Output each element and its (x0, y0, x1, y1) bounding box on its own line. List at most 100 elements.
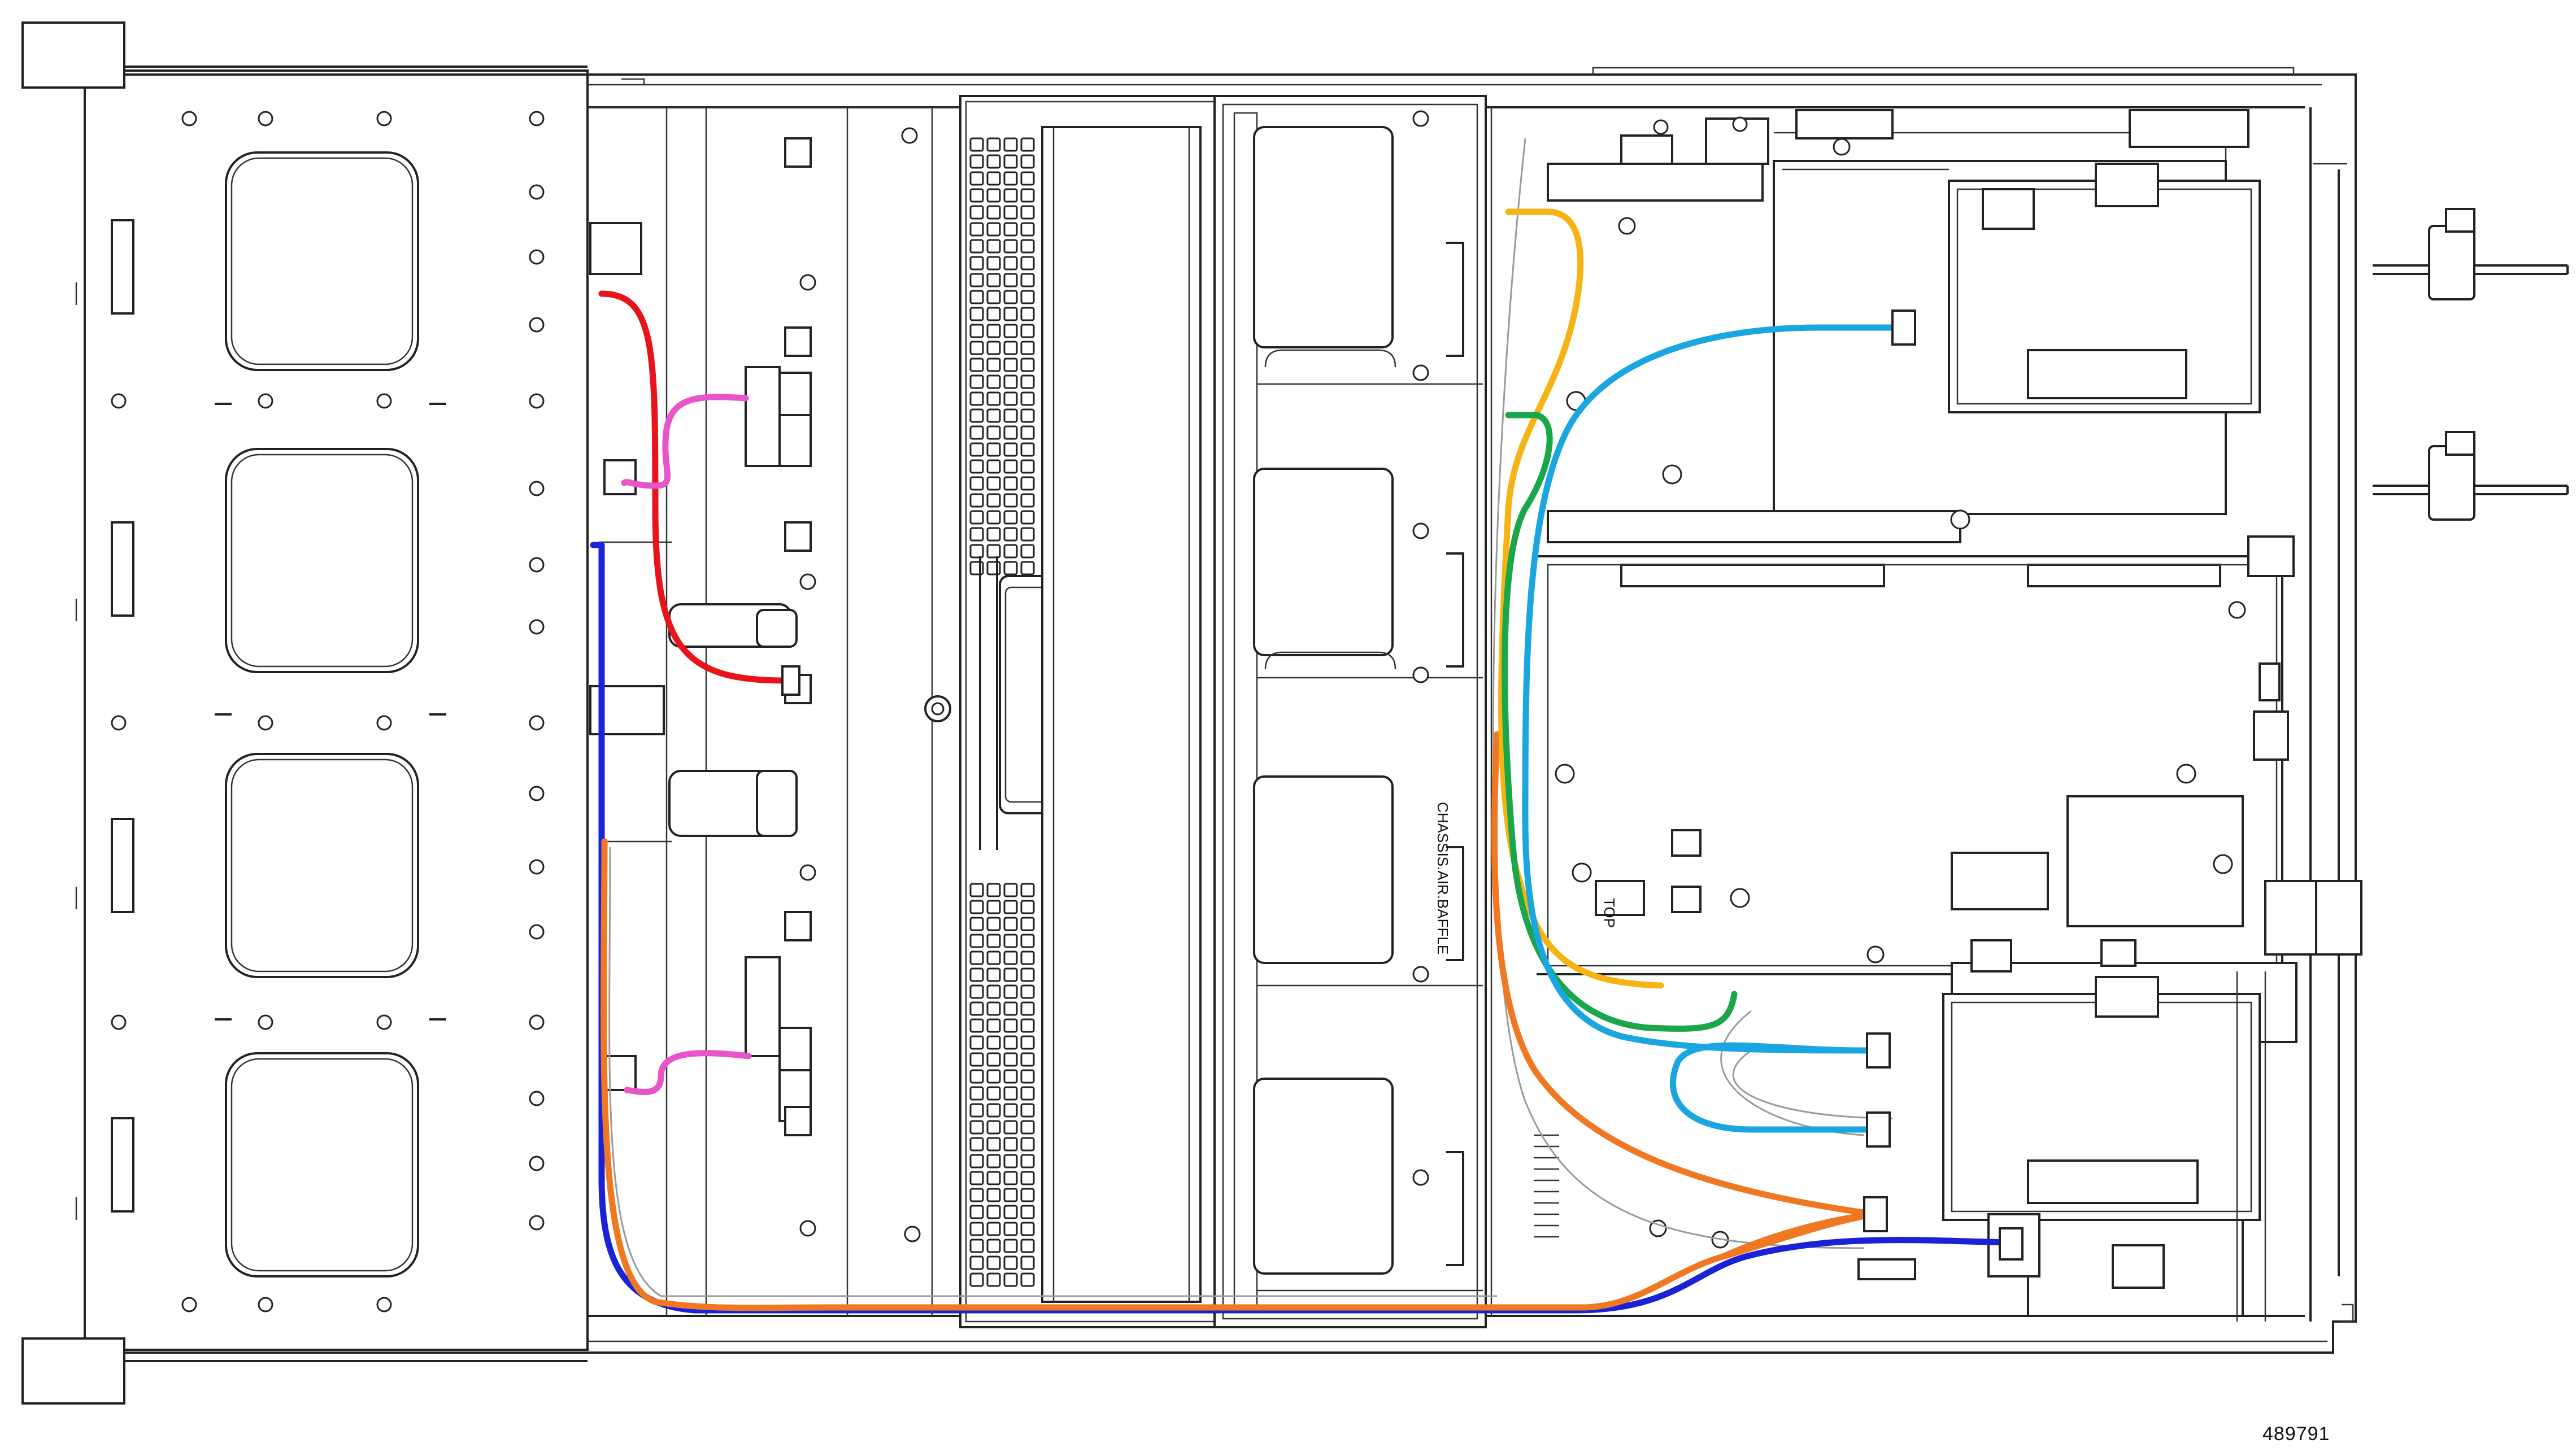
vent-slot (1020, 1205, 1035, 1219)
vent-slot (986, 222, 1001, 237)
vent-slot (1003, 493, 1018, 508)
vent-slot (1020, 324, 1035, 338)
vent-slot (969, 967, 984, 982)
vent-slot (986, 188, 1001, 203)
blue-cable (590, 542, 2020, 1314)
vent-slot (1020, 967, 1035, 982)
vent-slot (1020, 307, 1035, 321)
vent-slot (986, 239, 1001, 254)
vent-slot (969, 1255, 984, 1270)
vent-slot (1020, 984, 1035, 999)
vent-slot (1020, 239, 1035, 254)
vent-slot (1003, 1018, 1018, 1033)
vent-slot (1003, 442, 1018, 457)
vent-slot (1003, 154, 1018, 169)
vent-slot (1003, 544, 1018, 559)
vent-slot (1003, 408, 1018, 423)
vent-slot (986, 493, 1001, 508)
svg-text:CHASSIS.AIR.BAFFLE: CHASSIS.AIR.BAFFLE (1434, 802, 1451, 954)
cyan-cable-bottom (1669, 1042, 1885, 1133)
vent-slot (969, 561, 984, 575)
vent-slot (986, 1205, 1001, 1219)
vent-slot (1003, 273, 1018, 287)
vent-slot (969, 391, 984, 406)
vent-slot (969, 1035, 984, 1050)
vent-slot (969, 222, 984, 237)
vent-slot (1020, 527, 1035, 542)
vent-slot (986, 900, 1001, 914)
motherboard-rear-area: TOP (1490, 107, 2569, 1323)
vent-slot (986, 357, 1001, 372)
vent-slot (1020, 1137, 1035, 1152)
vent-slot (1020, 341, 1035, 355)
vent-slot (1003, 425, 1018, 440)
vent-slot (986, 1222, 1001, 1236)
vent-slot (969, 510, 984, 525)
vent-slot (1020, 950, 1035, 965)
vent-slot (986, 459, 1001, 474)
vent-slot (969, 324, 984, 338)
vent-slot (1003, 459, 1018, 474)
vent-slot (969, 154, 984, 169)
vent-slot (986, 341, 1001, 355)
vent-slot (969, 341, 984, 355)
vent-slot (1003, 307, 1018, 321)
vent-slot (1003, 1222, 1018, 1236)
vent-slot (1003, 950, 1018, 965)
vent-slot (969, 459, 984, 474)
vent-slot (969, 544, 984, 559)
vent-slot (986, 1103, 1001, 1118)
vent-slot (1020, 1018, 1035, 1033)
vent-slot (986, 561, 1001, 575)
vent-slot (969, 1171, 984, 1185)
vent-slot (969, 950, 984, 965)
vent-slot (969, 1154, 984, 1168)
vent-slot (969, 934, 984, 948)
vent-slot (1020, 408, 1035, 423)
vent-slot (969, 357, 984, 372)
vent-slot (1003, 900, 1018, 914)
vent-slot (969, 188, 984, 203)
vent-slot (969, 1272, 984, 1287)
vent-slot (1003, 205, 1018, 220)
vent-slot (969, 290, 984, 304)
vent-slot (986, 442, 1001, 457)
dimm-area-left (924, 95, 1233, 1328)
yellow-cable (1498, 208, 1664, 989)
vent-slot (1003, 967, 1018, 982)
vent-slot (969, 984, 984, 999)
vent-slot (1003, 239, 1018, 254)
vent-slot (986, 408, 1001, 423)
vent-slot (1003, 1086, 1018, 1101)
vent-slot (986, 290, 1001, 304)
vent-slot (986, 1069, 1001, 1084)
vent-slot (1003, 561, 1018, 575)
vent-slot (1020, 1035, 1035, 1050)
vent-slot (1003, 1035, 1018, 1050)
vent-slot (1020, 154, 1035, 169)
vent-slot (1003, 374, 1018, 389)
vent-slot (1003, 324, 1018, 338)
vent-slot (1020, 493, 1035, 508)
vent-slot (1003, 527, 1018, 542)
air-baffle-right: CHASSIS.AIR.BAFFLE (1213, 95, 1487, 1328)
vent-slot (986, 1171, 1001, 1185)
vent-slot (986, 1272, 1001, 1287)
vent-slot (969, 137, 984, 152)
green-cable (1502, 412, 1738, 1032)
vent-slot (969, 171, 984, 186)
magenta-cable-top (621, 394, 749, 489)
vent-slot (1020, 476, 1035, 491)
vent-slot (1003, 137, 1018, 152)
vent-slot (986, 1052, 1001, 1067)
vent-slot (1020, 883, 1035, 897)
vent-slot (986, 1035, 1001, 1050)
vent-slot (969, 442, 984, 457)
vent-slot (1003, 1205, 1018, 1219)
vent-slot (1020, 391, 1035, 406)
vent-slot (986, 544, 1001, 559)
vent-slot (1003, 1120, 1018, 1135)
vent-slot (1003, 1255, 1018, 1270)
vent-slot (1020, 1222, 1035, 1236)
vent-slot (969, 883, 984, 897)
